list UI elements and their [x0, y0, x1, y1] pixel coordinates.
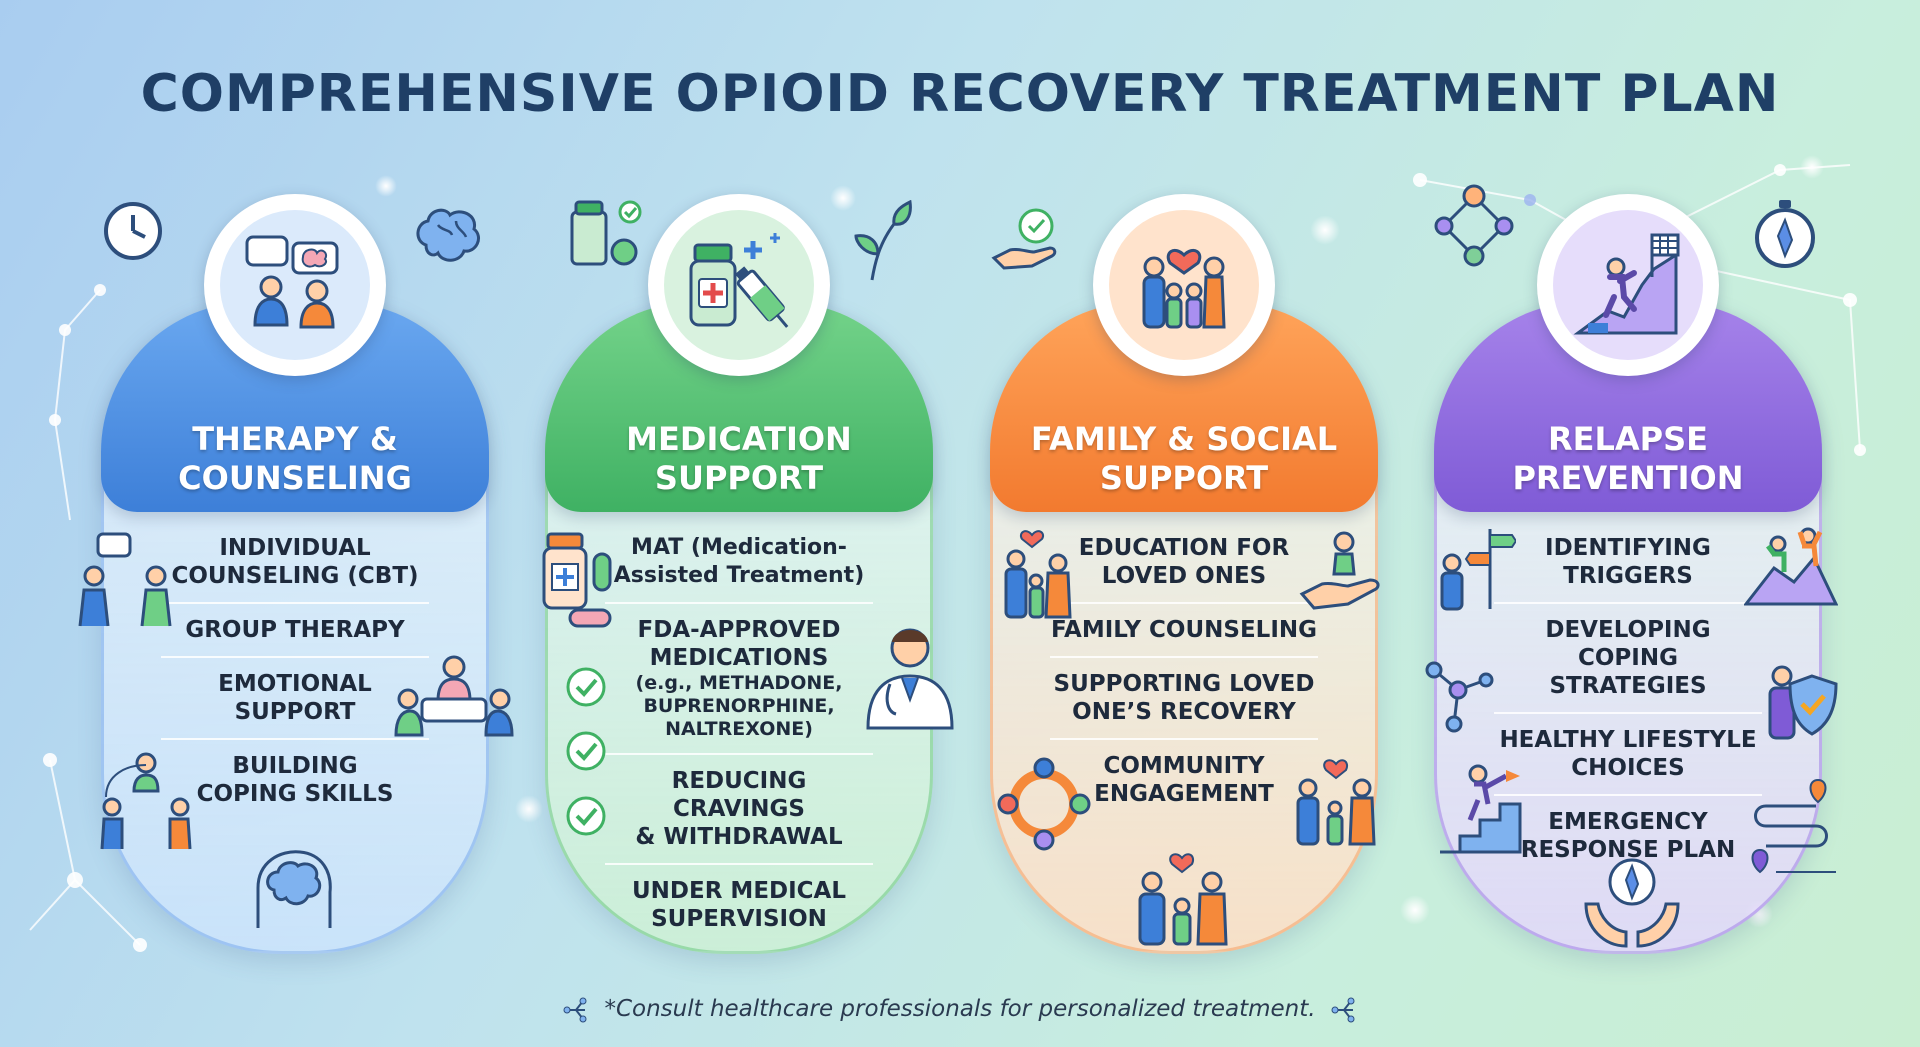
caring-hand-check-icon: [991, 208, 1057, 270]
list-item: GROUP THERAPY: [161, 616, 429, 658]
check-circle-icon: [566, 796, 606, 836]
brain-head-icon: [256, 850, 332, 928]
card-icon-badge: [204, 194, 386, 376]
footnote: *Consult healthcare professionals for pe…: [0, 996, 1920, 1023]
family-together-icon: [1296, 759, 1376, 846]
group-table-icon: [394, 655, 514, 737]
card-icon-badge: [1093, 194, 1275, 376]
support-group-icon: [100, 752, 192, 850]
community-circle-icon: [997, 757, 1091, 851]
helping-hand-icon: [1299, 531, 1380, 610]
card-medication-support: MEDICATION SUPPORT MAT (Medication-Assis…: [545, 194, 933, 957]
card-heading: FAMILY & SOCIAL SUPPORT: [1030, 420, 1338, 497]
page-title: COMPREHENSIVE OPIOID RECOVERY TREATMENT …: [140, 64, 1780, 124]
molecule-icon: [1425, 661, 1494, 733]
stairs-climbing-icon: [1440, 764, 1522, 854]
list-item: REDUCING CRAVINGS& WITHDRAWAL: [605, 767, 873, 865]
doctor-icon: [866, 628, 954, 730]
counseling-chat-icon: [78, 532, 172, 627]
network-node-icon: [1331, 997, 1355, 1022]
summit-celebration-icon: [1744, 527, 1838, 606]
check-circle-icon: [566, 667, 606, 707]
medicine-bottle-syringe-icon: [689, 233, 789, 328]
family-heart-icon: [1142, 249, 1226, 329]
family-hands-up-icon: [1138, 853, 1228, 946]
compass-icon: [1755, 200, 1815, 268]
card-icon-badge: [1537, 194, 1719, 376]
card-heading: THERAPY & COUNSELING: [178, 420, 412, 497]
network-node-icon: [563, 997, 587, 1022]
list-item: MAT (Medication-Assisted Treatment): [605, 534, 873, 604]
crossroads-icon: [1440, 529, 1516, 611]
hands-compass-icon: [1584, 858, 1680, 948]
climbing-flag-icon: [1573, 233, 1680, 335]
card-heading: MEDICATION SUPPORT: [626, 420, 852, 497]
brain-icon: [416, 208, 480, 262]
list-item: FAMILY COUNSELING: [1050, 616, 1318, 658]
route-path-icon: [1751, 778, 1836, 874]
clock-icon: [104, 202, 162, 260]
card-heading: RELAPSE PREVENTION: [1512, 420, 1744, 497]
shield-person-icon: [1768, 665, 1838, 740]
parent-child-heart-icon: [1004, 530, 1072, 619]
card-icon-badge: [648, 194, 830, 376]
decision-network-icon: [1434, 184, 1514, 267]
card-item-list: MAT (Medication-Assisted Treatment) FDA-…: [605, 534, 873, 957]
pill-bottle-icon: [570, 200, 642, 266]
leaf-icon: [854, 200, 912, 281]
medicine-bottle-pill-icon: [542, 532, 612, 628]
footnote-text: *Consult healthcare professionals for pe…: [604, 996, 1316, 1022]
counseling-session-icon: [245, 235, 339, 329]
check-circle-icon: [566, 731, 606, 771]
